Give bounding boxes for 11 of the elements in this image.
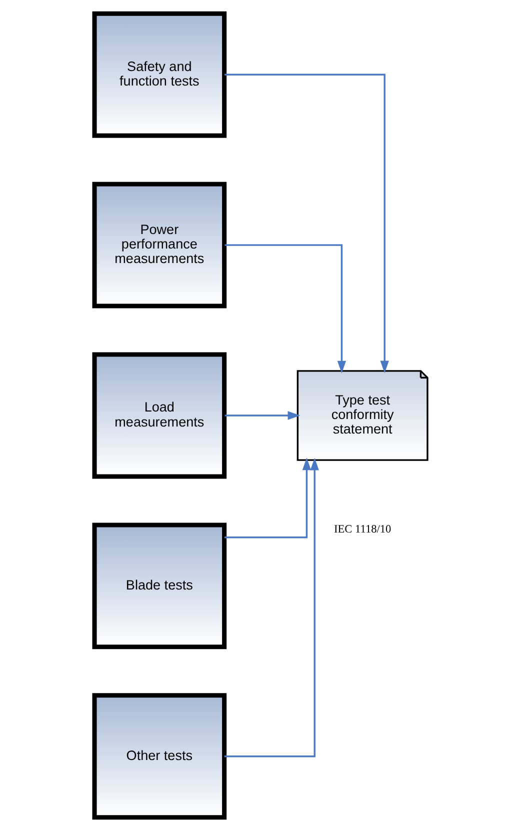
arrow	[224, 74, 389, 374]
node-box: Other tests	[92, 693, 227, 820]
node-box: Power performance measurements	[92, 182, 227, 308]
arrow	[224, 411, 300, 420]
node-box: Safety and function tests	[92, 11, 227, 138]
arrow	[224, 244, 346, 374]
node-box: Blade tests	[92, 522, 227, 650]
arrow	[224, 458, 319, 758]
node-box: Load measurements	[92, 352, 227, 479]
label: IEC 1118/10	[334, 523, 392, 536]
arrow	[224, 458, 312, 538]
